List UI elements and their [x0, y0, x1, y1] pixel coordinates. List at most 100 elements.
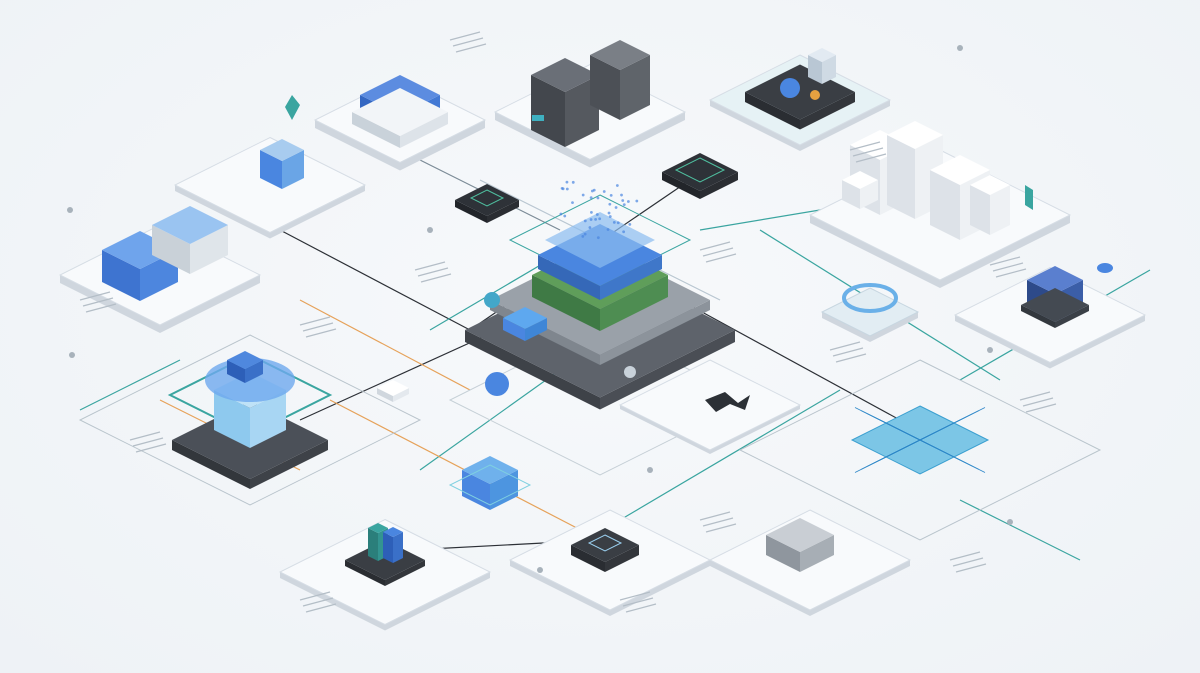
server-rack	[590, 40, 650, 120]
data-particle	[572, 181, 575, 184]
data-particle	[590, 211, 593, 214]
cube-left-face	[383, 532, 393, 563]
teal-sphere	[484, 292, 500, 308]
scatter-dot	[1007, 519, 1013, 525]
teal-crystal	[285, 95, 300, 120]
faint-label-text	[130, 432, 160, 440]
scatter-dot	[69, 352, 75, 358]
faint-label-text	[421, 274, 451, 282]
microchip-dark	[662, 153, 738, 199]
faint-label-text	[956, 564, 986, 572]
blue-gear-node	[485, 372, 509, 396]
data-particle	[590, 196, 593, 199]
data-particle	[603, 190, 606, 193]
faint-label-text	[456, 44, 486, 52]
faint-label-text	[1026, 404, 1056, 412]
data-particle	[590, 218, 593, 221]
small-node	[624, 366, 636, 378]
faint-label-text	[300, 317, 330, 325]
faint-label-text	[415, 262, 445, 270]
faint-label-text	[306, 329, 336, 337]
small-blue-node	[1097, 263, 1113, 273]
data-particle	[566, 188, 569, 191]
cube-right-face	[393, 532, 403, 563]
faint-label-text	[996, 269, 1026, 277]
data-particle	[596, 213, 599, 216]
data-particle	[597, 236, 600, 239]
data-particle	[582, 194, 585, 197]
faint-label-text	[703, 248, 733, 256]
data-particle	[608, 212, 611, 215]
server-accent	[532, 115, 544, 121]
board-orange-part	[810, 90, 820, 100]
faint-label-text	[993, 263, 1023, 271]
faint-label-text	[953, 558, 983, 566]
data-particle	[635, 200, 638, 203]
faint-label-text	[133, 438, 163, 446]
data-particle	[628, 223, 631, 226]
data-particle	[566, 181, 569, 184]
scatter-dot	[537, 567, 543, 573]
data-particle	[620, 194, 623, 197]
scatter-dot	[957, 45, 963, 51]
data-particle	[594, 218, 597, 221]
data-particle	[589, 226, 592, 229]
data-particle	[615, 206, 618, 209]
faint-label-text	[700, 242, 730, 250]
data-particle	[571, 201, 574, 204]
faint-label-text	[453, 38, 483, 46]
scatter-dot	[647, 467, 653, 473]
faint-label-text	[1023, 398, 1053, 406]
tile-glass-ring	[822, 288, 918, 342]
data-particle	[609, 215, 612, 218]
mesh-grid-chip	[852, 406, 988, 474]
data-particle	[607, 228, 610, 231]
connector-line	[960, 500, 1080, 560]
faint-label-text	[950, 552, 980, 560]
scatter-dot	[427, 227, 433, 233]
faint-label-text	[306, 604, 336, 612]
data-particle	[581, 235, 584, 238]
faint-label-text	[833, 348, 863, 356]
board-tube	[808, 48, 836, 84]
faint-label-text	[706, 254, 736, 262]
data-particle	[591, 190, 594, 193]
faint-label-text	[706, 524, 736, 532]
faint-label-text	[703, 518, 733, 526]
data-particle	[559, 213, 562, 216]
glass-cube	[462, 456, 518, 510]
scatter-dot	[67, 207, 73, 213]
faint-label-text	[700, 512, 730, 520]
connector-line	[300, 300, 470, 390]
data-particle	[616, 184, 619, 187]
cube-left-face	[368, 528, 378, 561]
data-particle	[597, 197, 600, 200]
data-particle	[622, 230, 625, 233]
data-particle	[623, 203, 626, 206]
cube-left-face	[887, 135, 915, 219]
faint-label-text	[836, 354, 866, 362]
data-particle	[562, 187, 565, 190]
faint-label-text	[418, 268, 448, 276]
data-particle	[584, 233, 587, 236]
data-particle	[617, 221, 620, 224]
data-particle	[563, 215, 566, 218]
board-blue-disc	[780, 78, 800, 98]
data-particle	[598, 217, 601, 220]
data-particle	[613, 221, 616, 224]
faint-label-text	[830, 342, 860, 350]
data-particle	[621, 199, 624, 202]
data-particle	[610, 194, 613, 197]
building-block	[970, 175, 1010, 235]
data-particle	[627, 200, 630, 203]
faint-label-text	[136, 444, 166, 452]
faint-label-text	[1020, 392, 1050, 400]
scatter-dot	[987, 347, 993, 353]
data-particle	[608, 203, 611, 206]
server-rack	[531, 58, 599, 147]
faint-label-text	[450, 32, 480, 40]
connector-line	[280, 230, 470, 330]
data-particle	[584, 219, 587, 222]
